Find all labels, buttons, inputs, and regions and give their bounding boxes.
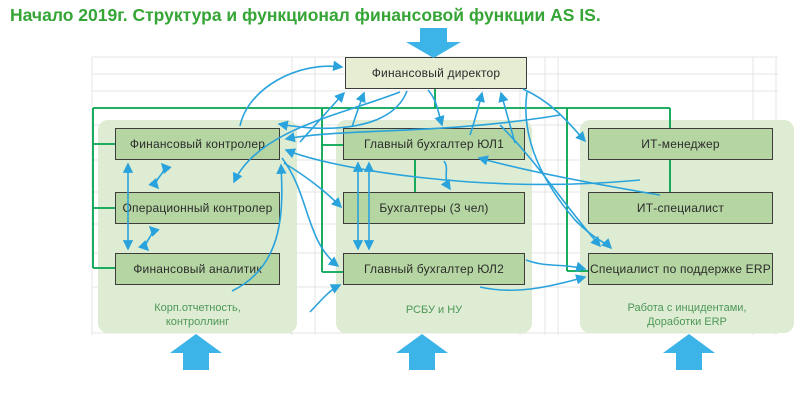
orgbox-erp-support-specialist: Специалист по поддержке ERP xyxy=(588,253,773,285)
block-arrow-up-icon xyxy=(663,334,715,370)
caption-line: контроллинг xyxy=(165,316,230,328)
orgbox-chief-accountant-le1: Главный бухгалтер ЮЛ1 xyxy=(343,128,525,160)
orgbox-chief-accountant-le2: Главный бухгалтер ЮЛ2 xyxy=(343,253,525,285)
orgbox-operational-controller: Операционный контролер xyxy=(115,192,280,224)
caption-line: Работа с инцидентами, xyxy=(627,302,747,314)
block-arrow-down-icon xyxy=(406,28,461,58)
caption-it: Работа с инцидентами, Доработки ERP xyxy=(580,301,794,329)
orgbox-it-manager: ИТ-менеджер xyxy=(588,128,773,160)
caption-accounting: РСБУ и НУ xyxy=(336,303,532,317)
orgbox-financial-analyst: Финансовый аналитик xyxy=(115,253,280,285)
block-arrow-up-icon xyxy=(170,334,222,370)
page-title: Начало 2019г. Структура и функционал фин… xyxy=(10,5,601,25)
caption-line: Корп.отчетность, xyxy=(154,302,241,314)
block-arrow-up-icon xyxy=(396,334,448,370)
caption-line: РСБУ и НУ xyxy=(405,304,463,316)
orgbox-finance-director: Финансовый директор xyxy=(345,57,527,89)
caption-finance-control: Корп.отчетность, контроллинг xyxy=(98,301,297,329)
orgbox-it-specialist: ИТ-специалист xyxy=(588,192,773,224)
orgbox-accountants: Бухгалтеры (3 чел) xyxy=(343,192,525,224)
caption-line: Доработки ERP xyxy=(647,316,727,328)
orgbox-financial-controller: Финансовый контролер xyxy=(115,128,280,160)
